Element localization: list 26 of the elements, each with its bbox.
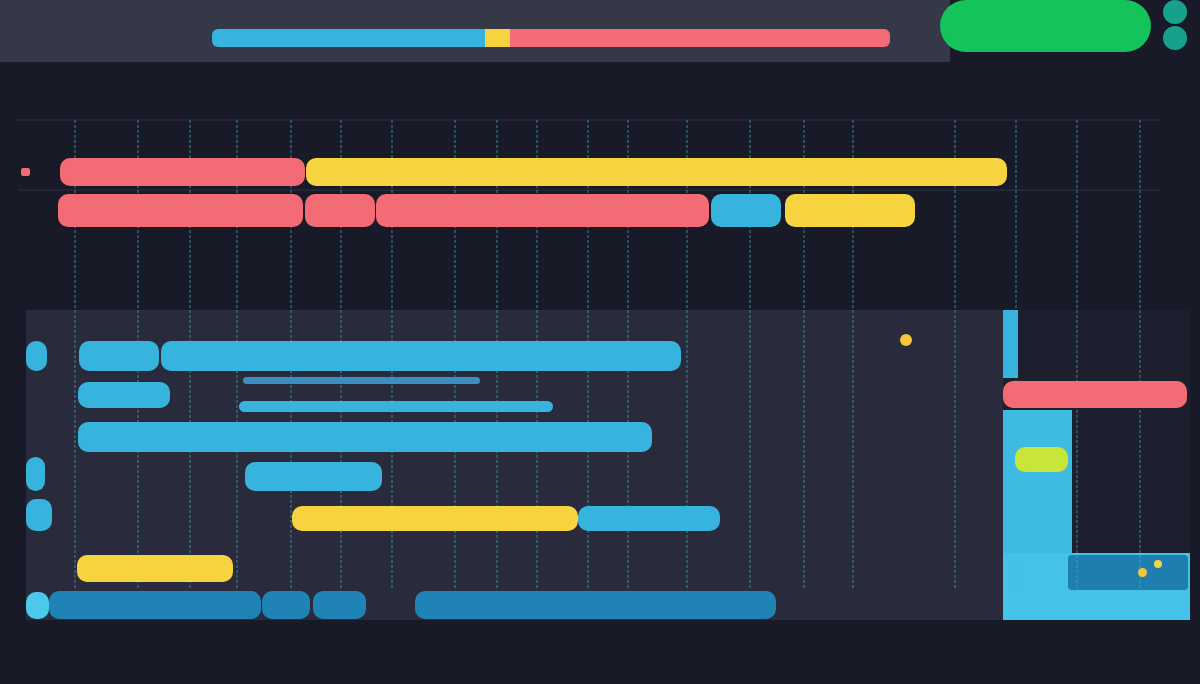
task-bar — [78, 382, 170, 408]
task-bar — [245, 462, 382, 491]
task-bar — [1015, 447, 1068, 472]
task-bar — [262, 591, 310, 619]
task-bar — [376, 194, 709, 227]
task-bar — [49, 591, 261, 619]
task-bar — [1003, 381, 1187, 408]
task-bar — [58, 194, 303, 227]
task-bar — [305, 194, 375, 227]
task-bar — [26, 499, 52, 531]
task-bar — [578, 506, 720, 531]
task-bar — [161, 341, 681, 371]
task-bar — [77, 555, 233, 582]
task-bar — [239, 401, 553, 412]
task-bar — [292, 506, 578, 531]
task-bar — [26, 457, 45, 491]
task-bar — [785, 194, 915, 227]
task-bar — [313, 591, 366, 619]
task-bar — [60, 158, 305, 186]
task-bar — [243, 377, 480, 384]
task-bar — [711, 194, 781, 227]
task-bar — [79, 341, 159, 371]
task-bar — [306, 158, 1007, 186]
status-pill — [940, 0, 1151, 52]
task-bar — [415, 591, 776, 619]
task-bar — [78, 422, 652, 452]
